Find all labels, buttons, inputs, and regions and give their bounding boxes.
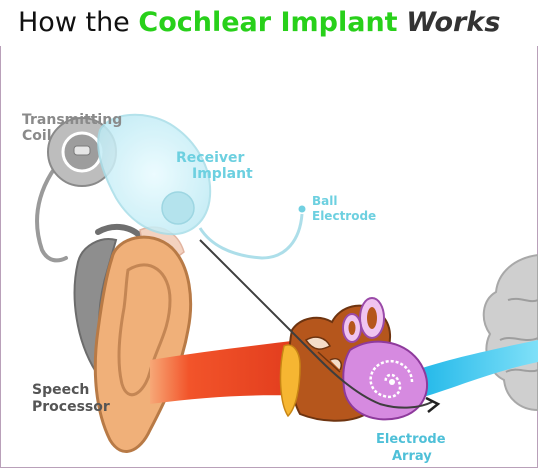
svg-text:Coil: Coil — [22, 128, 52, 144]
svg-text:Receiver: Receiver — [176, 150, 244, 166]
svg-text:Ball: Ball — [312, 194, 337, 208]
svg-text:Speech: Speech — [32, 382, 89, 398]
outer-ear — [95, 237, 190, 451]
electrode-arrow-icon — [426, 398, 438, 412]
svg-text:Transmitting: Transmitting — [22, 112, 122, 128]
svg-text:Electrode: Electrode — [376, 432, 446, 447]
brain-shape — [484, 255, 538, 410]
svg-text:Electrode: Electrode — [312, 209, 376, 223]
svg-text:Array: Array — [392, 449, 432, 464]
label-electrode-array: Electrode Array — [376, 432, 446, 464]
label-ball-electrode: Ball Electrode — [312, 194, 376, 223]
svg-text:Implant: Implant — [192, 166, 253, 182]
receiver-implant-device — [98, 115, 305, 258]
svg-text:Processor: Processor — [32, 399, 110, 415]
